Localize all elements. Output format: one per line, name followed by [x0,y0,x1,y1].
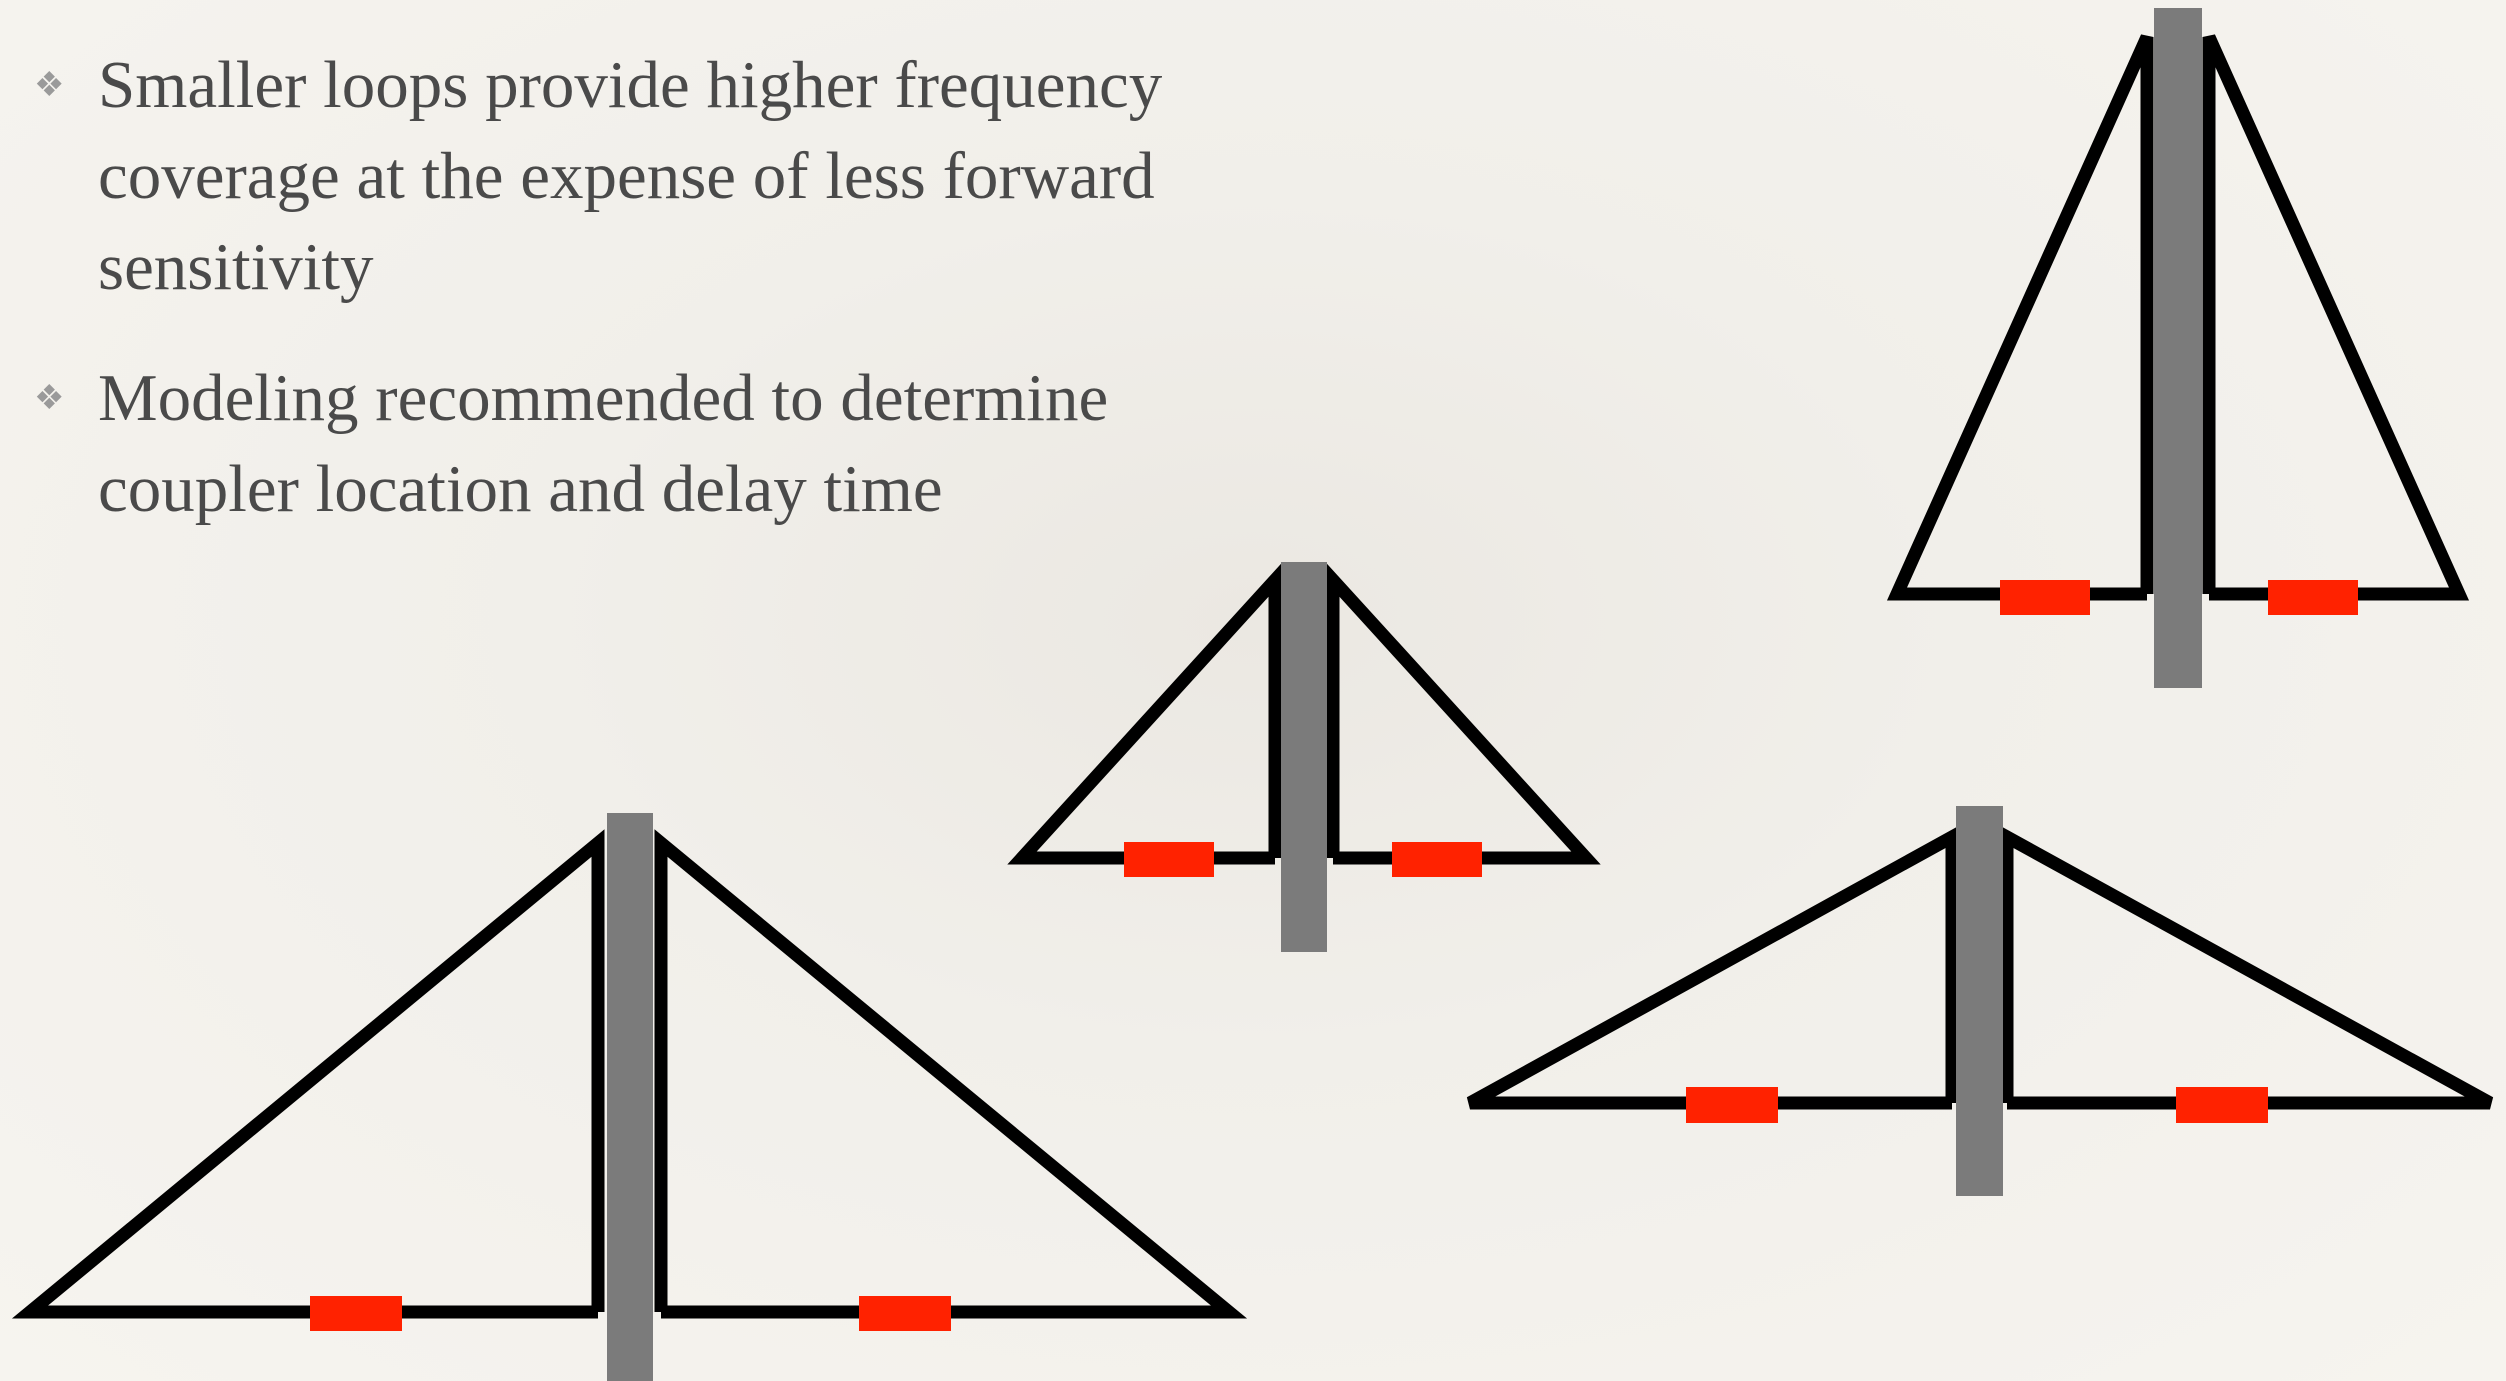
left-loop-wire [1007,563,1282,865]
right-loop-wire [2202,34,2470,601]
bullet-item-2: ❖ Modeling recommended to determine coup… [28,353,1268,535]
bullet-text-2: Modeling recommended to determine couple… [98,361,1109,526]
bullet-text-1: Smaller loops provide higher frequency c… [98,48,1163,304]
left-coupler [1686,1087,1778,1123]
mast [1956,806,2003,1196]
right-coupler [2176,1087,2268,1123]
diamond-bullet-icon: ❖ [34,380,65,417]
right-coupler [2268,580,2358,615]
left-loop-wire [1886,34,2154,601]
mast [2154,8,2202,688]
right-loop-wire [2000,825,2494,1110]
small-loop-pair [1007,562,1601,952]
bullet-item-1: ❖ Smaller loops provide higher frequency… [28,40,1268,313]
left-coupler [1124,842,1214,877]
left-loop-wire [1466,825,1959,1110]
mast [1281,562,1327,952]
right-loop-wire [654,829,1248,1319]
left-coupler [310,1296,402,1331]
bullet-list: ❖ Smaller loops provide higher frequency… [28,40,1268,575]
mast [607,813,653,1381]
wide-flat-loop-pair [1466,806,2494,1196]
right-loop-wire [1326,563,1601,865]
right-coupler [859,1296,951,1331]
right-coupler [1392,842,1482,877]
diamond-bullet-icon: ❖ [34,67,65,104]
left-loop-wire [11,829,605,1319]
left-coupler [2000,580,2090,615]
tall-narrow-loop-pair [1886,8,2470,688]
large-loop-pair [11,813,1248,1381]
